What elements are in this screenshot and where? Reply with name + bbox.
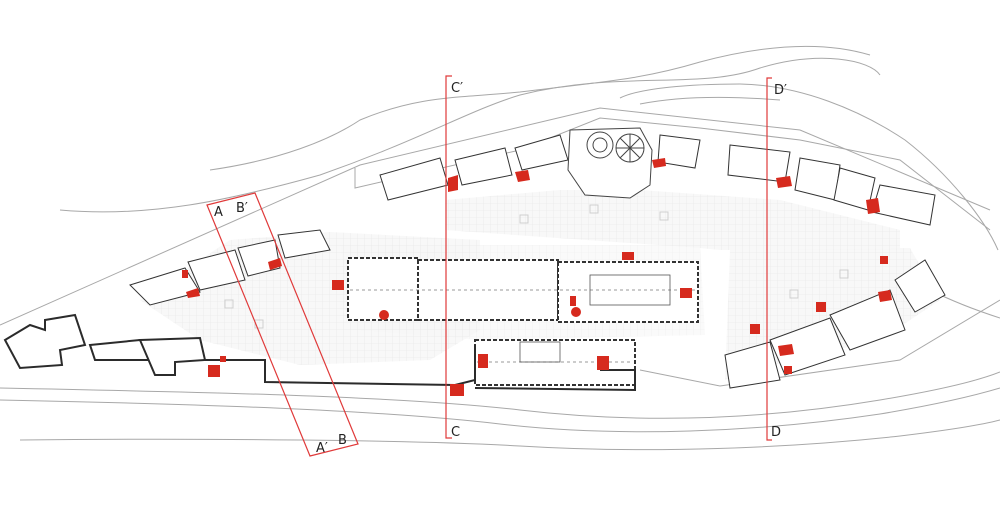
core-6: [220, 356, 226, 362]
rotunda-petals: [616, 134, 644, 162]
core-4: [332, 280, 344, 290]
core-20: [816, 302, 826, 312]
core-21: [750, 324, 760, 334]
core-19: [878, 290, 892, 302]
pavilion-north-2: [454, 147, 513, 186]
section-D-line: [766, 77, 772, 441]
core-12: [570, 296, 576, 306]
core-3: [268, 258, 282, 270]
contour-north-4: [639, 96, 781, 105]
road-south-2: [0, 387, 1000, 433]
planter-4: [589, 204, 599, 214]
core-23: [784, 366, 792, 374]
pavilion-west-4: [277, 229, 331, 259]
section-label-A-prime: A′: [316, 441, 328, 456]
core-8: [478, 354, 488, 368]
core-15: [652, 158, 666, 168]
contour-north-2: [209, 45, 871, 171]
west-block: [138, 336, 207, 376]
core-round-west: [379, 310, 389, 320]
section-lines: [206, 75, 772, 457]
site-edge-north: [0, 107, 991, 326]
core-14: [515, 170, 530, 182]
main-building-west-hall: [347, 257, 419, 321]
contour-north-1: [59, 57, 881, 213]
pavilion-north-5: [727, 144, 791, 183]
embankment-east: [639, 299, 1000, 387]
pavilion-east-1: [894, 259, 946, 313]
east-wing-inner: [589, 274, 671, 306]
planter-1: [224, 299, 234, 309]
core-22: [778, 344, 794, 356]
pavilion-east-3: [769, 317, 846, 376]
core-11: [680, 288, 692, 298]
main-building-east-wing: [557, 261, 699, 323]
pavilion-east-4: [724, 341, 781, 389]
core-5: [208, 365, 220, 377]
planter-7: [839, 269, 849, 279]
section-label-D: D: [771, 425, 781, 440]
plaza-north: [445, 190, 900, 250]
pavilion-north-8: [871, 184, 936, 226]
pavilion-east-2: [829, 289, 906, 351]
core-round-east: [571, 307, 581, 317]
section-label-C: C: [451, 425, 460, 440]
section-label-D-prime: D′: [774, 83, 787, 98]
pavilion-north-3: [514, 134, 569, 171]
pavilion-north-4: [657, 134, 701, 169]
section-label-C-prime: C′: [451, 81, 463, 96]
contour-north-3: [619, 83, 999, 251]
pavilion-west-2: [187, 249, 246, 291]
main-building: [347, 257, 699, 386]
core-2: [186, 288, 200, 298]
rotunda-outline: [567, 127, 653, 199]
pavilion-north-1: [379, 157, 449, 201]
section-C-line: [445, 75, 452, 439]
core-9: [597, 356, 609, 370]
west-structures: [3, 313, 636, 392]
section-label-B-prime: B′: [236, 201, 248, 216]
south-annex: [474, 339, 636, 386]
annex-room: [519, 341, 561, 363]
east-wall-segment: [474, 369, 636, 392]
rotunda-ring-left: [586, 131, 614, 159]
section-label-group: A B′ A′ B C′ C D′ D: [214, 81, 787, 456]
rotunda-ring-left-inner: [592, 137, 608, 153]
planter-3: [519, 214, 529, 224]
planter-5: [659, 211, 669, 221]
road-south-1: [0, 371, 1000, 419]
west-house: [3, 313, 87, 370]
planter-6: [789, 289, 799, 299]
core-16: [776, 176, 792, 188]
circulation-cores: [182, 158, 892, 396]
core-10: [622, 252, 634, 260]
section-label-B: B: [338, 433, 347, 448]
core-13: [448, 175, 458, 192]
boundary-wall: [205, 345, 476, 387]
core-18: [880, 256, 888, 264]
north-pavilions: [129, 134, 946, 389]
core-17: [866, 198, 880, 214]
planter-2: [254, 319, 264, 329]
core-7: [450, 384, 464, 396]
section-A-B-frame: [206, 192, 359, 457]
section-label-A: A: [214, 205, 223, 220]
rotunda: [567, 127, 653, 199]
core-1: [182, 270, 188, 278]
road-south-3: [19, 419, 1000, 451]
pavilion-north-6: [794, 157, 841, 201]
